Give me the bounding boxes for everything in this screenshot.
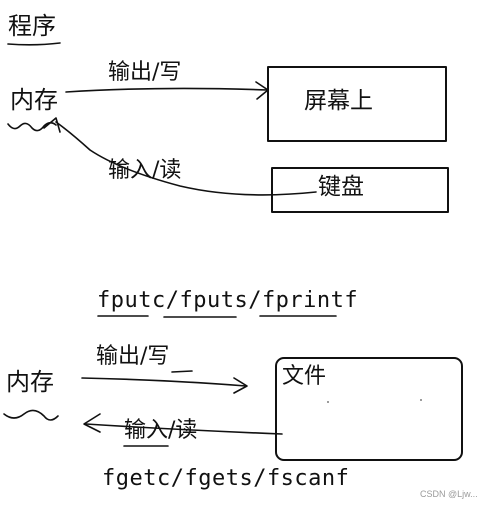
output-label-top: 输出/写 (108, 60, 182, 85)
memory-squiggle-top (7, 121, 57, 132)
file-box (275, 357, 463, 461)
keyboard-label: 键盘 (318, 174, 364, 200)
watermark: CSDN @Ljw... (420, 489, 478, 499)
input-arrowhead-bottom (83, 413, 101, 433)
output-arrow-bottom (81, 377, 247, 387)
file-label: 文件 (282, 364, 327, 389)
input-arrow-top (55, 121, 317, 196)
input-label-top: 输入/读 (108, 158, 182, 183)
keyboard-box (271, 167, 449, 213)
input-arrowhead-top (43, 117, 61, 133)
memory-squiggle-bottom (3, 409, 59, 421)
output-arrowhead-bottom (233, 377, 248, 394)
memory-label-top: 内存 (10, 86, 58, 114)
output-functions: fputc/fputs/fprintf (97, 288, 359, 313)
output-label-bottom: 输出/写 (96, 344, 170, 369)
title-underline (7, 42, 61, 46)
output-arrow-top (65, 87, 269, 93)
input-arrow-bottom (85, 423, 283, 435)
write-underline (171, 370, 193, 373)
screen-label: 屏幕上 (304, 88, 373, 114)
input-functions: fgetc/fgets/fscanf (102, 466, 350, 491)
memory-label-bottom: 内存 (6, 368, 54, 396)
input-label-bottom: 输入/读 (124, 418, 198, 443)
title-label: 程序 (8, 12, 56, 40)
screen-box (267, 66, 447, 142)
